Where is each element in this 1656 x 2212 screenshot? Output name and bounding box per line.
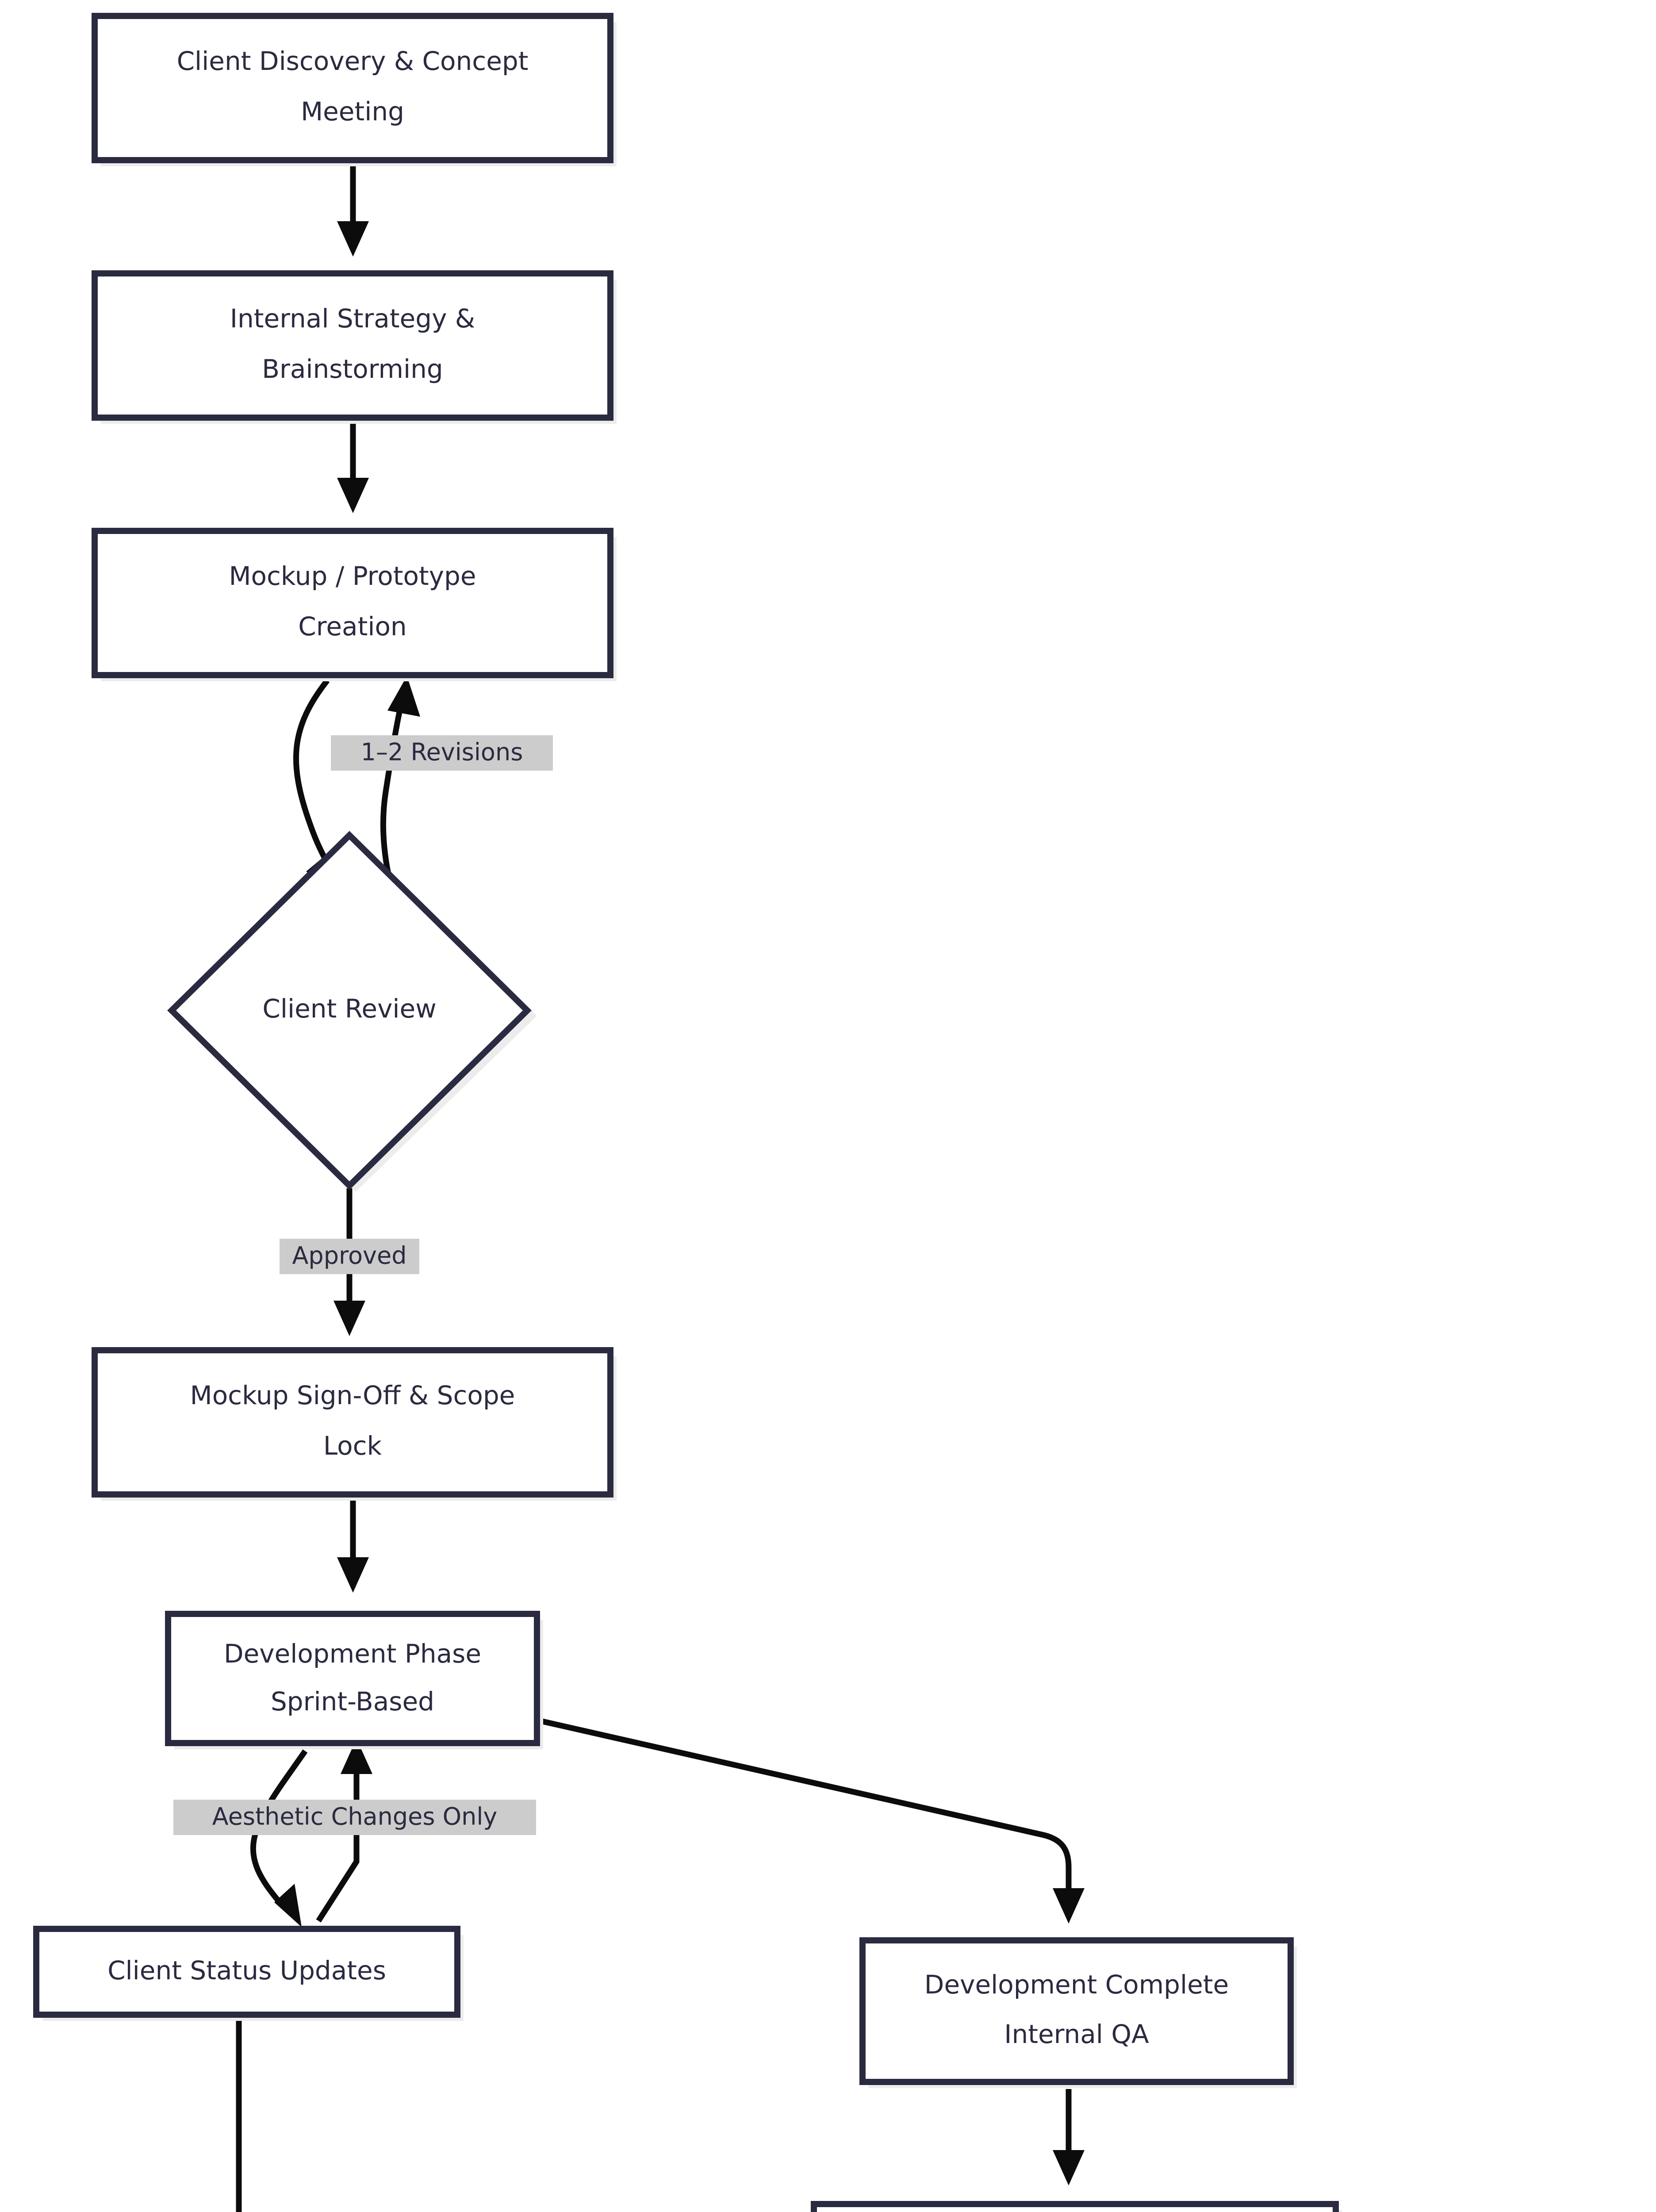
arrowhead-icon <box>337 1557 369 1593</box>
node-label-line2: Meeting <box>301 96 404 127</box>
edge-development-to-devcomplete <box>540 1718 1085 1924</box>
node-label-line2: Lock <box>323 1431 382 1461</box>
node-label-line2: Brainstorming <box>262 354 443 384</box>
node-development-phase[interactable]: Development Phase Sprint-Based <box>165 1611 543 1749</box>
edge-signoff-to-development <box>337 1500 369 1593</box>
edge-line <box>236 2020 242 2212</box>
edge-label-aesthetic-text: Aesthetic Changes Only <box>212 1803 498 1831</box>
node-rect[interactable] <box>92 1347 613 1498</box>
node-rect[interactable] <box>811 2201 1339 2212</box>
edge-line <box>293 678 332 868</box>
edge-label-revisions-text: 1–2 Revisions <box>361 738 523 766</box>
node-label-line1: Development Complete <box>924 1970 1229 2000</box>
node-label-line1: Mockup Sign-Off & Scope <box>190 1380 515 1410</box>
node-rect[interactable] <box>92 13 613 163</box>
node-client-discovery[interactable]: Client Discovery & Concept Meeting <box>92 13 617 166</box>
node-final-client-review[interactable]: Final Client Review & Approval <box>811 2201 1342 2212</box>
arrowhead-icon <box>1053 1888 1085 1924</box>
node-label-line1: Client Discovery & Concept <box>177 46 529 76</box>
edge-label-approved-review: Approved <box>280 1239 419 1274</box>
node-label-line1: Client Status Updates <box>107 1955 386 1985</box>
edge-discovery-to-strategy <box>337 165 369 257</box>
node-client-review[interactable]: Client Review <box>167 831 537 1192</box>
edge-statusupdates-to-development <box>316 1739 372 1923</box>
node-rect[interactable] <box>859 1937 1294 2085</box>
node-rect[interactable] <box>165 1611 540 1746</box>
arrowhead-icon <box>337 221 369 257</box>
edge-line <box>250 1749 308 1905</box>
arrowhead-icon <box>1053 2150 1085 2185</box>
node-rect[interactable] <box>33 1926 460 2018</box>
node-label-line1: Client Review <box>262 994 436 1024</box>
node-mockup-prototype[interactable]: Mockup / Prototype Creation <box>92 528 617 681</box>
node-label-line1: Mockup / Prototype <box>229 561 476 591</box>
node-rect[interactable] <box>92 270 613 421</box>
node-label-line2: Internal QA <box>1004 2019 1149 2049</box>
arrowhead-icon <box>334 1301 365 1336</box>
node-internal-strategy[interactable]: Internal Strategy & Brainstorming <box>92 270 617 424</box>
arrowhead-icon <box>387 676 420 717</box>
edge-label-aesthetic: Aesthetic Changes Only <box>173 1800 536 1835</box>
arrowhead-icon <box>341 1739 372 1774</box>
node-label-line1: Development Phase <box>224 1639 481 1669</box>
node-diamond[interactable] <box>167 831 532 1190</box>
arrowhead-icon <box>274 1884 302 1927</box>
node-label-line2: Creation <box>298 611 406 641</box>
edge-label-background <box>173 1800 536 1835</box>
edge-label-approved-review-text: Approved <box>292 1242 406 1270</box>
edge-statusupdates-to-newrequest <box>236 2020 242 2212</box>
edge-label-background <box>280 1239 419 1274</box>
arrowhead-icon <box>337 478 369 513</box>
edge-development-to-statusupdates <box>250 1749 308 1927</box>
edge-devcomplete-to-finalreview <box>1053 2089 1085 2185</box>
edge-line <box>316 1765 360 1923</box>
node-development-complete[interactable]: Development Complete Internal QA <box>859 1937 1297 2088</box>
edge-label-revisions: 1–2 Revisions <box>331 735 553 771</box>
node-client-status-updates[interactable]: Client Status Updates <box>33 1926 464 2021</box>
node-label-line2: Sprint-Based <box>271 1686 434 1717</box>
edge-label-background <box>331 735 553 771</box>
node-rect[interactable] <box>92 528 613 678</box>
node-label-line1: Internal Strategy & <box>230 303 475 334</box>
edge-line <box>540 1718 1072 1898</box>
node-mockup-signoff[interactable]: Mockup Sign-Off & Scope Lock <box>92 1347 617 1501</box>
edge-strategy-to-mockup <box>337 422 369 513</box>
